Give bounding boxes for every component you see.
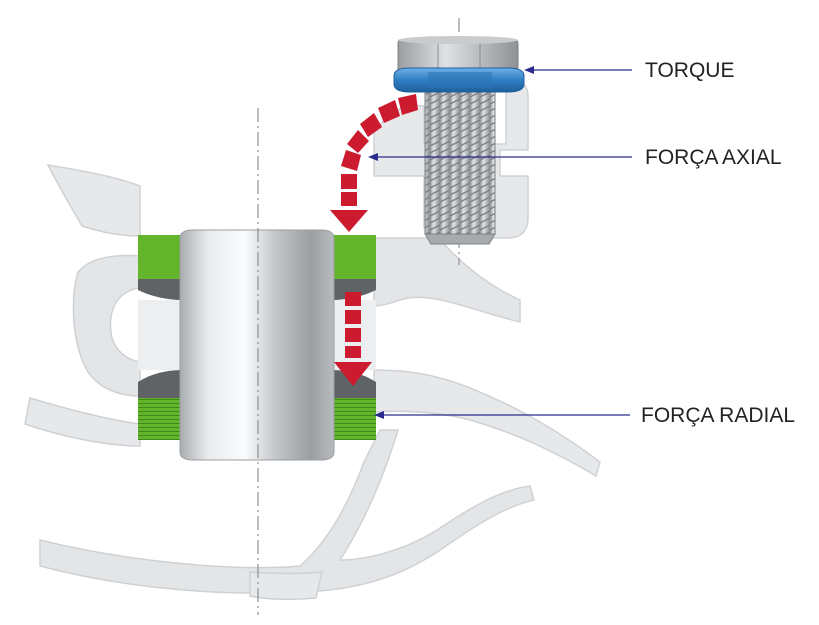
label-torque: TORQUE (645, 59, 735, 82)
pin-body (179, 229, 335, 461)
bearing-right-top-green (332, 235, 376, 279)
callout-arrowhead-axial (368, 153, 378, 161)
axial-arrow-dash-6 (341, 174, 357, 189)
axial-force-arrow (330, 94, 418, 232)
axial-arrow-dash-2 (378, 100, 400, 123)
radial-arrow-head (334, 362, 372, 386)
bearing-right-side (332, 235, 376, 440)
washer-center-hole (428, 72, 492, 88)
bearing-left-middle-gap (138, 300, 182, 370)
housing-upper-left-arm (46, 164, 141, 237)
callout-lines (368, 66, 632, 419)
radial-force-arrow (334, 292, 372, 386)
bearing-left-bottom-green (138, 398, 182, 440)
nut-top-chamfer (398, 36, 518, 44)
axial-arrow-dash-3 (360, 113, 382, 137)
bearing-right-bottom-green (332, 398, 376, 440)
housing-bottom-lobe (249, 571, 323, 601)
axial-arrow-dash-4 (347, 130, 369, 153)
label-radial-force: FORÇA RADIAL (641, 404, 796, 427)
bolt-assembly (393, 36, 525, 245)
bearing-right-top-dark (332, 279, 376, 300)
housing-right-lower-arm (373, 369, 601, 478)
callout-arrowhead-torque (524, 66, 534, 74)
bolt-tip (424, 233, 496, 245)
bolt-threaded-shank (424, 81, 496, 235)
callout-arrowhead-radial (374, 411, 384, 419)
bearing-left-top-green (138, 235, 182, 279)
axial-arrow-dash-1 (398, 94, 418, 115)
axial-arrow-dash-7 (341, 192, 357, 206)
pin-cylinder (179, 229, 335, 461)
axial-arrow-head (330, 210, 368, 232)
bearing-left-top-dark (138, 279, 182, 300)
housing-lower-left-arm (24, 397, 141, 447)
bearing-left-bottom-dark (138, 370, 182, 398)
radial-arrow-dash-4 (345, 346, 361, 358)
radial-arrow-dash-2 (345, 310, 361, 324)
housing-right-mid-arm (373, 237, 521, 323)
label-axial-force: FORÇA AXIAL (645, 146, 782, 169)
radial-arrow-dash-3 (345, 328, 361, 342)
radial-arrow-dash-1 (345, 292, 361, 306)
axial-arrow-dash-5 (341, 150, 361, 171)
bearing-left-side (138, 235, 182, 440)
housing-left-boss (72, 254, 141, 397)
